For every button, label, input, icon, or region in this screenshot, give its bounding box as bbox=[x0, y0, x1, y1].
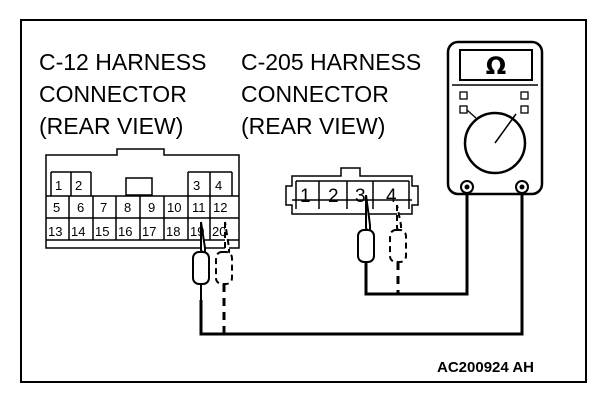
c205-pin-2: 2 bbox=[328, 186, 339, 207]
c12-pin-12: 12 bbox=[213, 200, 227, 215]
c205-label-line1: C-205 HARNESS bbox=[241, 49, 421, 75]
c12-pin-11: 11 bbox=[192, 200, 206, 215]
c12-label-line3: (REAR VIEW) bbox=[39, 113, 183, 139]
wire-c12-to-meter bbox=[199, 188, 524, 336]
c12-pin-13: 13 bbox=[48, 224, 62, 239]
c205-label-line2: CONNECTOR bbox=[241, 81, 389, 107]
c12-pin-7: 7 bbox=[100, 200, 107, 215]
c12-pin-6: 6 bbox=[77, 200, 84, 215]
c12-pin-2: 2 bbox=[75, 178, 82, 193]
ohmmeter-icon: Ω bbox=[446, 40, 544, 196]
test-wires-dashed bbox=[222, 262, 400, 334]
c12-label-line2: CONNECTOR bbox=[39, 81, 187, 107]
c12-probe-solid bbox=[192, 221, 210, 300]
c205-pin-1: 1 bbox=[300, 186, 311, 207]
c205-label: C-205 HARNESS CONNECTOR (REAR VIEW) bbox=[241, 49, 421, 139]
c12-label-line1: C-12 HARNESS bbox=[39, 49, 206, 75]
c12-pin-labels: 1 2 3 4 5 6 7 8 9 10 11 12 13 14 15 16 1… bbox=[48, 178, 227, 239]
c12-pin-15: 15 bbox=[95, 224, 109, 239]
test-wires bbox=[199, 188, 524, 336]
c12-pin-17: 17 bbox=[142, 224, 156, 239]
c12-pin-10: 10 bbox=[167, 200, 181, 215]
c12-pin-18: 18 bbox=[166, 224, 180, 239]
c205-label-line3: (REAR VIEW) bbox=[241, 113, 385, 139]
c12-pin-20: 20 bbox=[212, 224, 226, 239]
c12-connector bbox=[45, 148, 240, 249]
c12-pin-1: 1 bbox=[55, 178, 62, 193]
c205-pin-labels: 1 2 3 4 bbox=[300, 186, 397, 207]
c12-pin-5: 5 bbox=[53, 200, 60, 215]
c12-pin-4: 4 bbox=[215, 178, 222, 193]
c205-probe-solid bbox=[357, 194, 375, 263]
c12-pin-14: 14 bbox=[71, 224, 85, 239]
c205-connector bbox=[285, 167, 419, 215]
c205-pin-4: 4 bbox=[386, 186, 397, 207]
c12-pin-3: 3 bbox=[193, 178, 200, 193]
c12-pin-9: 9 bbox=[148, 200, 155, 215]
c12-label: C-12 HARNESS CONNECTOR (REAR VIEW) bbox=[39, 49, 206, 139]
c12-pin-8: 8 bbox=[124, 200, 131, 215]
wire-c205-to-meter bbox=[364, 188, 469, 296]
c205-pin-3: 3 bbox=[355, 186, 366, 207]
ohm-symbol: Ω bbox=[486, 52, 506, 80]
reference-code: AC200924 AH bbox=[437, 359, 534, 376]
c12-pin-16: 16 bbox=[118, 224, 132, 239]
diagram-frame bbox=[20, 19, 587, 383]
